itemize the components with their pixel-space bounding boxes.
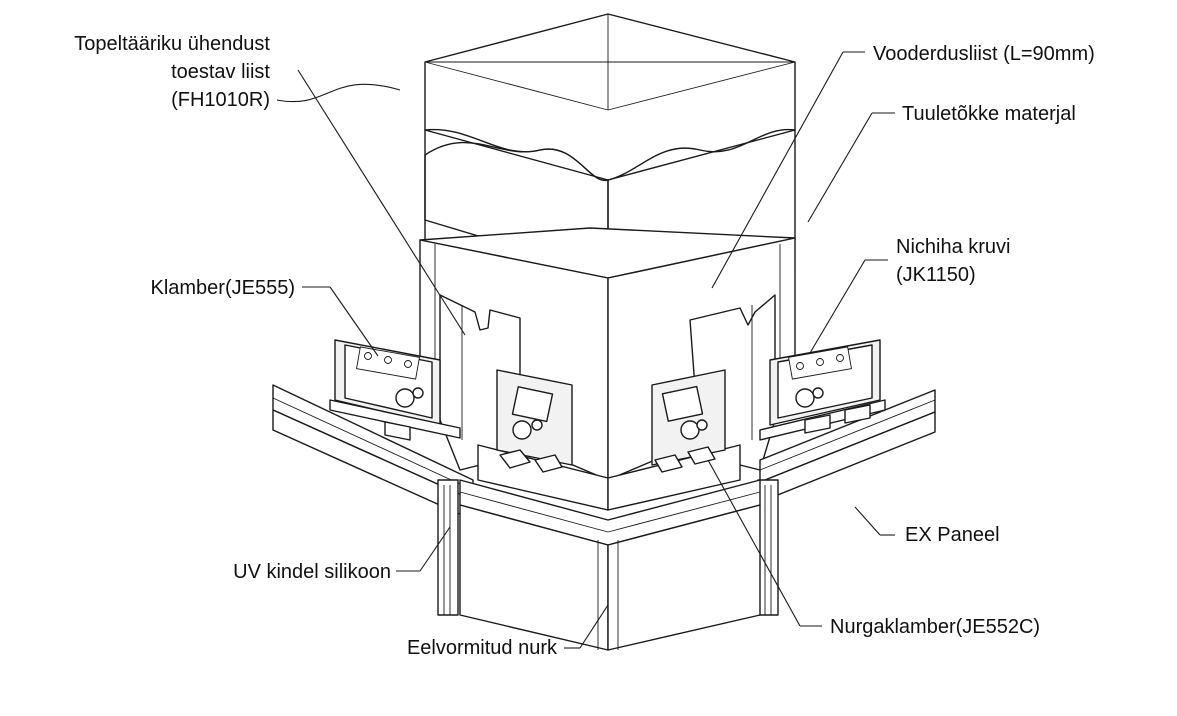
label-uv-silicone: UV kindel silikoon bbox=[233, 561, 391, 583]
label-double-edge-line3: (FH1010R) bbox=[171, 89, 270, 111]
label-screw-line1: Nichiha kruvi bbox=[896, 236, 1010, 258]
label-lining-strip: Vooderdusliist (L=90mm) bbox=[873, 43, 1095, 65]
label-windproof-material: Tuuletõkke materjal bbox=[902, 103, 1076, 125]
label-preformed-corner: Eelvormitud nurk bbox=[407, 637, 558, 659]
clamp-left bbox=[329, 339, 461, 441]
corner-clamp-right bbox=[607, 369, 741, 511]
preformed-corner bbox=[459, 479, 761, 651]
ex-panel-left bbox=[272, 384, 474, 616]
column-top bbox=[424, 13, 796, 181]
callout-labels: Topeltääriku ühendust toestav liist (FH1… bbox=[74, 33, 1094, 659]
label-clamp: Klamber(JE555) bbox=[150, 277, 295, 299]
corner-clamp-left bbox=[477, 369, 609, 511]
clamp-right bbox=[759, 339, 886, 441]
ex-panel-right bbox=[757, 389, 936, 616]
label-corner-clamp: Nurgaklamber(JE552C) bbox=[830, 616, 1040, 638]
label-double-edge-line2: toestav liist bbox=[171, 61, 270, 83]
label-screw-line2: (JK1150) bbox=[896, 264, 976, 286]
leader-lines bbox=[276, 51, 895, 649]
label-double-edge-line1: Topeltääriku ühendust bbox=[74, 33, 270, 55]
label-ex-panel: EX Paneel bbox=[905, 524, 1000, 546]
